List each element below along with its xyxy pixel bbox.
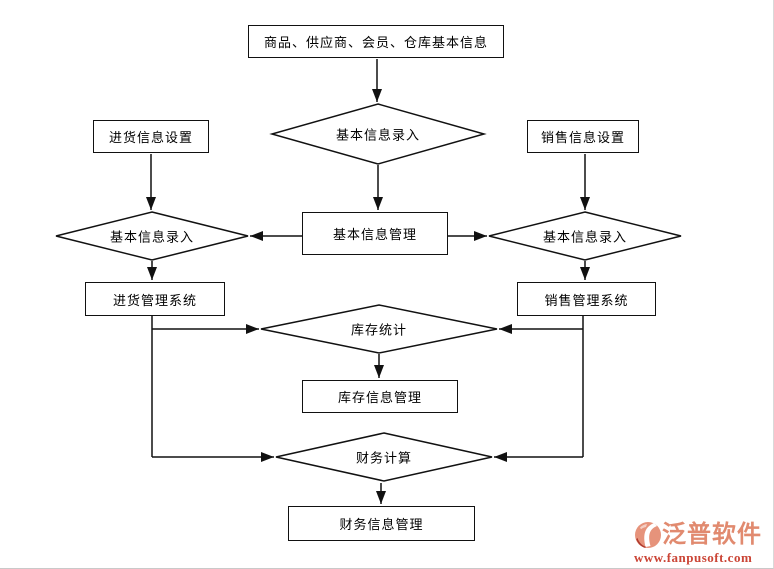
node-inventory-stats-label: 库存统计 <box>350 322 408 338</box>
node-sales-setup: 销售信息设置 <box>527 120 639 153</box>
node-sales-sys: 销售管理系统 <box>517 282 656 316</box>
node-finance-calc-label: 财务计算 <box>355 450 413 466</box>
diamond-entry-right <box>488 211 682 261</box>
diamond-inventory-stats <box>260 304 498 354</box>
node-purchase-setup: 进货信息设置 <box>93 120 209 153</box>
diamond-entry-left <box>55 211 249 261</box>
node-finance-mgmt: 财务信息管理 <box>288 506 475 541</box>
node-source: 商品、供应商、会员、仓库基本信息 <box>248 25 504 58</box>
fanpu-brand-text: 泛普软件 <box>662 521 762 548</box>
diamond-finance-calc <box>275 432 493 482</box>
node-entry-left-label: 基本信息录入 <box>109 229 195 245</box>
fanpu-watermark: 泛普软件 www.fanpusoft.com <box>634 521 772 566</box>
fanpu-url-text: www.fanpusoft.com <box>634 550 753 565</box>
node-entry-center-label: 基本信息录入 <box>335 127 421 143</box>
node-entry-right-label: 基本信息录入 <box>542 229 628 245</box>
node-inventory-mgmt: 库存信息管理 <box>302 380 458 413</box>
diamond-entry-center <box>269 103 487 165</box>
node-base-mgmt: 基本信息管理 <box>302 212 448 255</box>
fanpu-logo-icon <box>635 522 661 548</box>
node-purchase-sys: 进货管理系统 <box>85 282 225 316</box>
